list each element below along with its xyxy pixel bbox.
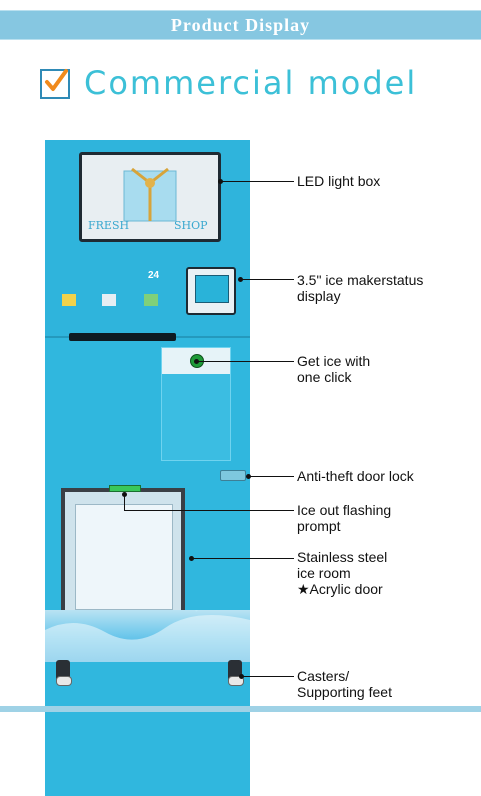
ice-vending-machine: FRESH SHOP 24 bbox=[40, 140, 252, 796]
callout-label: Anti-theft door lock bbox=[297, 468, 414, 484]
caster-right-wheel bbox=[228, 676, 244, 686]
callout-line bbox=[124, 510, 294, 511]
callout-text: Stainless steel bbox=[297, 549, 388, 565]
callout-text: Supporting feet bbox=[297, 684, 392, 700]
callout-label: LED light box bbox=[297, 173, 380, 189]
callout-line bbox=[248, 476, 294, 477]
24h-badge: 24 bbox=[148, 270, 160, 281]
callout-text: 3.5" ice makerstatus bbox=[297, 272, 424, 288]
acrylic-door bbox=[75, 504, 173, 610]
checkbox-icon bbox=[40, 69, 70, 99]
callout-text: LED light box bbox=[297, 173, 381, 189]
callout-line bbox=[124, 494, 125, 510]
led-light-box: FRESH SHOP bbox=[79, 152, 221, 242]
callout-label: Casters/ Supporting feet bbox=[297, 668, 392, 700]
header-banner: Product Display bbox=[0, 10, 481, 40]
callout-text: display bbox=[297, 288, 341, 304]
callout-label: Get ice with one click bbox=[297, 353, 370, 385]
footer-bar bbox=[0, 706, 481, 712]
ice-splash-decoration bbox=[45, 610, 250, 662]
callout-text: Get ice with bbox=[297, 353, 371, 369]
lightbox-text-shop: SHOP bbox=[174, 219, 208, 232]
ice-room bbox=[61, 488, 185, 620]
callout-line bbox=[240, 279, 294, 280]
banner-title: Product Display bbox=[170, 15, 311, 35]
get-ice-panel bbox=[161, 347, 231, 461]
callout-text: one click bbox=[297, 369, 352, 385]
callout-text: prompt bbox=[297, 518, 341, 534]
lightbox-text-fresh: FRESH bbox=[88, 219, 130, 232]
feature-icons bbox=[62, 294, 158, 306]
anti-theft-lock bbox=[220, 470, 246, 481]
status-display bbox=[186, 267, 236, 315]
dispense-slot bbox=[69, 333, 176, 341]
callout-line bbox=[241, 676, 294, 677]
callout-label: 3.5" ice makerstatus display bbox=[297, 272, 423, 304]
callout-text: Anti-theft door lock bbox=[297, 468, 414, 484]
callout-label: Ice out flashing prompt bbox=[297, 502, 391, 534]
status-screen bbox=[195, 275, 229, 303]
callout-text: Ice out flashing bbox=[297, 502, 392, 518]
caster-left-wheel bbox=[56, 676, 72, 686]
callout-text: ★Acrylic door bbox=[297, 581, 383, 597]
ice-out-flash-bar bbox=[109, 485, 141, 492]
callout-line bbox=[220, 181, 294, 182]
callout-line bbox=[191, 558, 294, 559]
callout-line bbox=[196, 361, 294, 362]
callout-label: Stainless steel ice room ★Acrylic door bbox=[297, 549, 387, 597]
page-title: Commercial model bbox=[84, 64, 418, 102]
callout-text: Casters/ bbox=[297, 668, 350, 684]
callout-text: ice room bbox=[297, 565, 351, 581]
